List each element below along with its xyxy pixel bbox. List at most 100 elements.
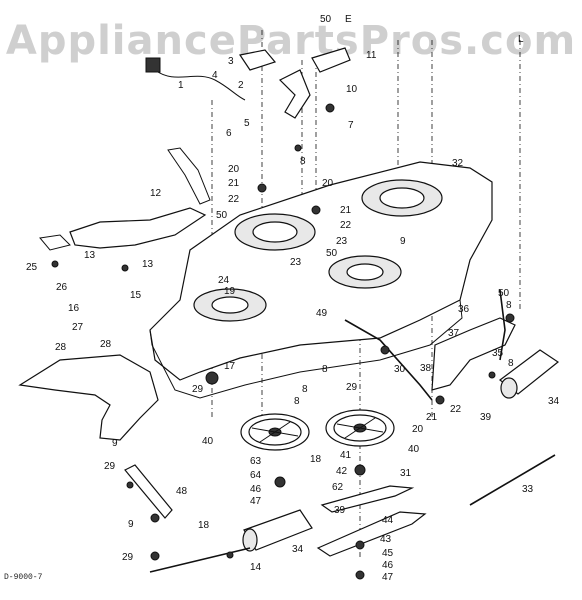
deck-housing bbox=[149, 161, 493, 399]
callout-20: 20 bbox=[228, 164, 240, 175]
callout-3: 3 bbox=[228, 56, 234, 67]
blade-upper bbox=[320, 485, 415, 513]
callout-23: 23 bbox=[336, 236, 348, 247]
callout-8: 8 bbox=[302, 384, 308, 395]
callout-1: 1 bbox=[178, 80, 184, 91]
callout-28: 28 bbox=[100, 339, 112, 350]
callout-22: 22 bbox=[450, 404, 462, 415]
callout-20: 20 bbox=[322, 178, 334, 189]
callout-21: 21 bbox=[426, 412, 438, 423]
callout-6: 6 bbox=[226, 128, 232, 139]
callout-49: 49 bbox=[316, 308, 328, 319]
callout-21: 21 bbox=[228, 178, 240, 189]
callout-62: 62 bbox=[332, 482, 344, 493]
drive-belt bbox=[149, 454, 556, 573]
wiring-harness bbox=[145, 57, 246, 101]
callout-14: 14 bbox=[250, 562, 262, 573]
callout-13: 13 bbox=[142, 259, 154, 270]
callout-34: 34 bbox=[292, 544, 304, 555]
callout-9: 9 bbox=[400, 236, 406, 247]
callout-47: 47 bbox=[382, 572, 394, 583]
idler-bracket bbox=[344, 289, 516, 401]
callout-25: 25 bbox=[26, 262, 38, 273]
callout-47: 47 bbox=[250, 496, 262, 507]
callout-26: 26 bbox=[56, 282, 68, 293]
callout-63: 63 bbox=[250, 456, 262, 467]
callout-50: 50 bbox=[326, 248, 338, 259]
callout-24: 24 bbox=[218, 275, 230, 286]
callout-19: 19 bbox=[224, 286, 236, 297]
callout-40: 40 bbox=[202, 436, 214, 447]
callout-44: 44 bbox=[382, 515, 394, 526]
callout-41: 41 bbox=[340, 450, 352, 461]
roller-bottom bbox=[242, 509, 313, 552]
callout-37: 37 bbox=[448, 328, 460, 339]
callout-31: 31 bbox=[400, 468, 412, 479]
hardware bbox=[51, 103, 515, 580]
callout-32: 32 bbox=[452, 158, 464, 169]
callout-39: 39 bbox=[334, 505, 346, 516]
callout-L: L bbox=[518, 34, 524, 45]
callout-64: 64 bbox=[250, 470, 262, 481]
callout-22: 22 bbox=[228, 194, 240, 205]
callout-29: 29 bbox=[346, 382, 358, 393]
callout-13: 13 bbox=[84, 250, 96, 261]
callout-E: E bbox=[345, 14, 352, 25]
callout-34: 34 bbox=[548, 396, 560, 407]
callout-10: 10 bbox=[346, 84, 358, 95]
callout-29: 29 bbox=[104, 461, 116, 472]
top-brackets bbox=[239, 47, 351, 119]
callout-30: 30 bbox=[394, 364, 406, 375]
callout-5: 5 bbox=[244, 118, 250, 129]
callout-16: 16 bbox=[68, 303, 80, 314]
callout-9: 9 bbox=[128, 519, 134, 530]
callout-40: 40 bbox=[408, 444, 420, 455]
callout-8: 8 bbox=[322, 364, 328, 375]
callout-23: 23 bbox=[290, 257, 302, 268]
callout-29: 29 bbox=[192, 384, 204, 395]
callout-46: 46 bbox=[382, 560, 394, 571]
callout-35: 35 bbox=[492, 348, 504, 359]
callout-38: 38 bbox=[420, 363, 432, 374]
drawing-id: D-9000-7 bbox=[4, 573, 43, 582]
callout-8: 8 bbox=[506, 300, 512, 311]
callout-33: 33 bbox=[522, 484, 534, 495]
callout-50: 50 bbox=[216, 210, 228, 221]
callout-39: 39 bbox=[480, 412, 492, 423]
callout-20: 20 bbox=[412, 424, 424, 435]
callout-50: 50 bbox=[498, 288, 510, 299]
callout-8: 8 bbox=[300, 156, 306, 167]
roller-right bbox=[499, 349, 560, 399]
callout-15: 15 bbox=[130, 290, 142, 301]
callout-11: 11 bbox=[366, 50, 377, 61]
callout-17: 17 bbox=[224, 361, 236, 372]
callout-18: 18 bbox=[310, 454, 322, 465]
pulley-left bbox=[240, 413, 310, 451]
callout-29: 29 bbox=[122, 552, 134, 563]
callout-18: 18 bbox=[198, 520, 210, 531]
callout-12: 12 bbox=[150, 188, 162, 199]
pulley-right bbox=[325, 409, 395, 447]
callout-9: 9 bbox=[112, 438, 118, 449]
baffle bbox=[18, 354, 159, 441]
callout-28: 28 bbox=[55, 342, 67, 353]
callout-2: 2 bbox=[238, 80, 244, 91]
callout-45: 45 bbox=[382, 548, 394, 559]
belt-guard bbox=[39, 147, 211, 251]
blade bbox=[316, 511, 427, 557]
callout-42: 42 bbox=[336, 466, 348, 477]
callout-36: 36 bbox=[458, 304, 470, 315]
callout-27: 27 bbox=[72, 322, 84, 333]
callout-22: 22 bbox=[340, 220, 352, 231]
callout-4: 4 bbox=[212, 70, 218, 81]
callout-46: 46 bbox=[250, 484, 262, 495]
lift-link bbox=[124, 464, 173, 519]
callout-48: 48 bbox=[176, 486, 188, 497]
callout-50: 50 bbox=[320, 14, 332, 25]
callout-21: 21 bbox=[340, 205, 352, 216]
callout-8: 8 bbox=[508, 358, 514, 369]
callout-7: 7 bbox=[348, 120, 354, 131]
callout-8: 8 bbox=[294, 396, 300, 407]
